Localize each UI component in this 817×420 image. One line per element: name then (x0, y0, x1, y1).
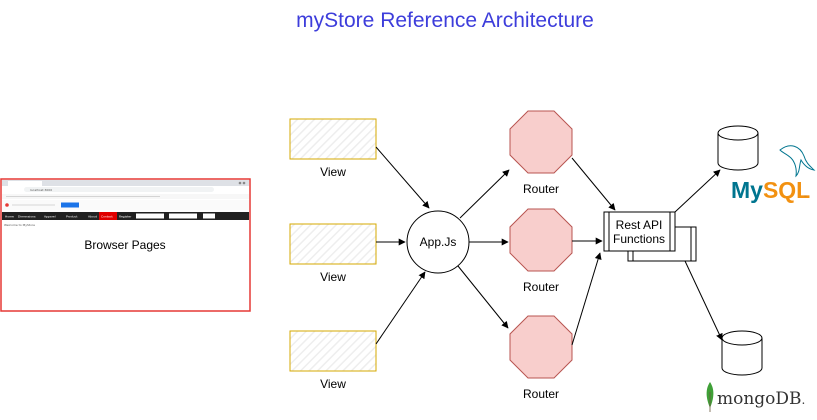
mongodb-logo: mongoDB. (706, 382, 805, 412)
mysql-database: MySQL ™ (717, 125, 816, 203)
view-1: View (289, 118, 377, 179)
rest-api-label-line1: Rest API (616, 218, 663, 232)
nav-button (203, 213, 215, 219)
rest-api-box (603, 211, 676, 252)
router-1: Router (509, 110, 573, 196)
address-text: localhost:3000 (30, 188, 52, 192)
nav-item: Product (66, 214, 78, 218)
dolphin-icon (779, 145, 816, 178)
view-label: View (320, 377, 346, 391)
nav-input (136, 213, 164, 219)
router-label: Router (523, 182, 559, 196)
nav-input (169, 213, 197, 219)
arrow-app-router1 (459, 169, 510, 219)
nav-item: Apparel (44, 214, 56, 218)
nav-item: Home (5, 214, 14, 218)
app-js-node: App.Js (406, 210, 470, 274)
connections (375, 146, 723, 346)
mongodb-logo-text: mongoDB. (717, 389, 805, 409)
view-box (289, 118, 377, 160)
arrow-view3-app (375, 271, 426, 345)
view-3: View (289, 330, 377, 391)
nav-item: About (88, 214, 98, 218)
router-label: Router (523, 280, 559, 294)
router-octagon (509, 315, 573, 379)
rest-api-functions: Rest API Functions (603, 211, 697, 262)
address-bar (24, 187, 214, 192)
router-octagon (509, 110, 573, 174)
view-2: View (289, 223, 377, 284)
app-js-label: App.Js (420, 235, 457, 249)
diagram-title: myStore Reference Architecture (296, 9, 594, 32)
nav-active (99, 212, 117, 220)
welcome-text: Welcome to MyStore (4, 223, 35, 227)
site-navbar (2, 212, 249, 220)
view-label: View (320, 270, 346, 284)
nav-item: Dimensions (18, 214, 36, 218)
browser-tab-strip (2, 180, 249, 186)
browser-pages-thumbnail: localhost:3000 Home Dimensions Apparel P… (0, 178, 251, 312)
arrow-router1-api (571, 157, 616, 211)
router-label: Router (523, 387, 559, 401)
nav-item: Register (119, 214, 132, 218)
mysql-logo-text: MySQL (731, 177, 810, 203)
database-cylinder-icon (721, 338, 763, 376)
browser-pages-label: Browser Pages (84, 238, 165, 252)
view-box (289, 223, 377, 265)
arrow-api-mongodb (684, 260, 723, 341)
window-control-icon (238, 181, 242, 185)
view-box (289, 330, 377, 372)
arrow-app-router3 (457, 265, 509, 329)
rest-api-label-line2: Functions (613, 232, 665, 246)
router-2: Router (509, 208, 573, 294)
database-cylinder-icon (717, 133, 759, 171)
arrow-api-mysql (674, 169, 721, 213)
prompt-bar (2, 200, 249, 210)
mysql-logo: MySQL ™ (731, 145, 816, 203)
window-control-icon (242, 181, 246, 185)
nav-item: Contact (101, 214, 113, 218)
prompt-button (61, 202, 79, 208)
router-octagon (509, 208, 573, 272)
google-icon (5, 203, 9, 207)
arrow-view1-app (375, 146, 430, 209)
arrow-router3-api (571, 252, 602, 346)
svg-text:™: ™ (804, 195, 807, 199)
router-3: Router (509, 315, 573, 401)
mongodb-database: mongoDB. (706, 330, 805, 412)
view-label: View (320, 165, 346, 179)
browser-tab (8, 181, 42, 186)
